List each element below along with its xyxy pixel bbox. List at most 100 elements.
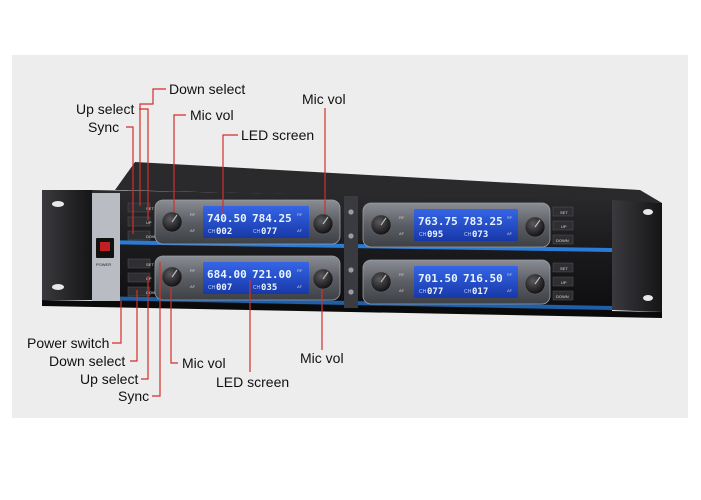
knob-pointer	[171, 214, 178, 223]
down-button[interactable]	[552, 290, 574, 301]
screw	[348, 289, 354, 295]
lcd-freq: 716.50	[463, 272, 503, 285]
lcd-ch-label: CH	[253, 229, 261, 235]
lcd-freq: 763.75	[418, 215, 458, 228]
button-group-top-left: SET UP DOWN	[127, 202, 159, 241]
lcd-ch-label: CH	[253, 285, 261, 291]
lcd-screen	[203, 206, 309, 238]
set-button[interactable]	[127, 202, 151, 213]
rf-indicator: RF	[190, 268, 196, 273]
callout-mic-vol-top-left: Mic vol	[190, 107, 234, 123]
up-button-label: UP	[146, 220, 152, 225]
lcd-channel: 002	[216, 227, 232, 237]
af-indicator: AF	[297, 284, 303, 289]
down-button[interactable]	[127, 230, 151, 241]
chassis-top	[115, 162, 662, 203]
callout-led-screen-top: LED screen	[241, 127, 314, 143]
lcd-screen	[414, 209, 518, 241]
rf-indicator: RF	[297, 212, 303, 217]
knob-pointer	[380, 274, 387, 283]
power-label: POWER	[96, 262, 111, 267]
leader-lines	[112, 88, 326, 397]
up-button[interactable]	[552, 220, 574, 231]
receiver-unit: POWER SET UP DOWN SET UP DOWN	[42, 162, 662, 318]
leader-up-select-bottom	[141, 276, 149, 380]
lcd-freq: 740.50	[207, 212, 247, 225]
down-button[interactable]	[552, 234, 574, 245]
rack-hole	[52, 284, 64, 290]
lcd-freq: 784.25	[252, 212, 292, 225]
button-group-bottom-left: SET UP DOWN	[127, 258, 159, 297]
up-button[interactable]	[127, 272, 151, 283]
set-button[interactable]	[552, 206, 574, 217]
leader-led-top	[222, 134, 238, 213]
receiver-module-top-right: 763.75 783.25 CH 095 CH 073 RF AF RF AF	[362, 202, 551, 248]
af-indicator: AF	[399, 288, 405, 293]
receiver-module-bottom-right: 701.50 716.50 CH 077 CH 017 RF AF RF AF	[362, 259, 551, 305]
set-button-label: SET	[146, 262, 154, 267]
power-switch-rocker[interactable]	[100, 242, 110, 251]
leader-mic-vol-top-left	[173, 114, 186, 212]
set-button-label: SET	[560, 210, 568, 215]
rack-hole	[643, 209, 653, 215]
callout-mic-vol-bottom-right: Mic vol	[300, 350, 344, 366]
leader-up-select-top	[139, 108, 149, 220]
callout-mic-vol-top-right: Mic vol	[302, 91, 346, 107]
rack-hole	[643, 295, 653, 301]
af-indicator: AF	[399, 231, 405, 236]
lcd-channel: 007	[216, 283, 232, 293]
down-button-label: DOWN	[556, 294, 569, 299]
callout-mic-vol-bottom-left: Mic vol	[182, 355, 226, 371]
rf-indicator: RF	[399, 215, 405, 220]
knob-pointer	[534, 276, 541, 285]
down-button-label: DOWN	[146, 234, 159, 239]
lcd-screen	[414, 266, 518, 298]
rf-indicator: RF	[190, 212, 196, 217]
center-divider	[344, 196, 358, 308]
af-indicator: AF	[507, 288, 513, 293]
rf-indicator: RF	[297, 268, 303, 273]
down-button-label: DOWN	[146, 290, 159, 295]
button-group-top-right: SET UP DOWN	[552, 206, 574, 245]
rack-hole	[52, 201, 64, 207]
down-button[interactable]	[127, 286, 151, 297]
callout-up-select-bottom: Up select	[80, 371, 138, 387]
knob-pointer	[322, 271, 329, 280]
callout-power-switch: Power switch	[27, 335, 109, 351]
knob-pointer	[322, 216, 329, 225]
up-button-label: UP	[146, 276, 152, 281]
leader-sync-bottom	[152, 262, 161, 397]
knob-pointer	[171, 269, 178, 278]
button-group-bottom-right: SET UP DOWN	[552, 262, 574, 301]
lcd-channel: 035	[261, 283, 277, 293]
lcd-freq: 701.50	[418, 272, 458, 285]
up-button-label: UP	[561, 280, 567, 285]
receiver-module-bottom-left: 684.00 721.00 CH 007 CH 035 RF AF RF AF	[154, 255, 341, 301]
lcd-ch-label: CH	[419, 289, 427, 295]
knob-pointer	[534, 219, 541, 228]
up-button[interactable]	[127, 216, 151, 227]
callout-down-select-top: Down select	[169, 81, 245, 97]
callout-up-select-top: Up select	[76, 101, 134, 117]
lcd-ch-label: CH	[208, 285, 216, 291]
lcd-channel: 073	[472, 230, 488, 240]
set-button-label: SET	[146, 206, 154, 211]
lcd-ch-label: CH	[419, 232, 427, 238]
leader-mic-vol-bottom-left	[170, 287, 178, 364]
lcd-channel: 077	[427, 287, 443, 297]
set-button[interactable]	[552, 262, 574, 273]
af-indicator: AF	[190, 228, 196, 233]
lcd-channel: 077	[261, 227, 277, 237]
leader-sync-top	[126, 126, 134, 234]
up-button-label: UP	[561, 224, 567, 229]
rf-indicator: RF	[507, 215, 513, 220]
chassis-bottom	[42, 300, 662, 318]
callout-sync-bottom: Sync	[118, 388, 149, 404]
lcd-freq: 721.00	[252, 268, 292, 281]
set-button[interactable]	[127, 258, 151, 269]
lcd-channel: 095	[427, 230, 443, 240]
af-indicator: AF	[507, 231, 513, 236]
screw	[348, 209, 354, 215]
up-button[interactable]	[552, 276, 574, 287]
